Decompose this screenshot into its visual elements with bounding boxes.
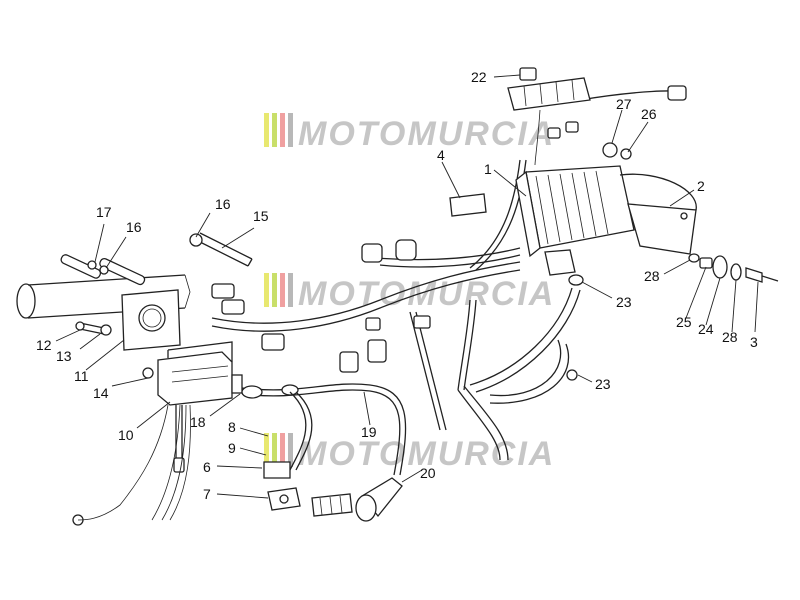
callout-19: 19 [361, 424, 377, 440]
nut-26-27 [602, 142, 632, 160]
callout-22: 22 [471, 69, 487, 85]
callout-1: 1 [484, 161, 492, 177]
callout-4: 4 [437, 147, 445, 163]
callout-3: 3 [750, 334, 758, 350]
ignition-coil [72, 341, 243, 526]
callout-16-pin: 16 [126, 219, 142, 235]
callout-23-lower: 23 [595, 376, 611, 392]
callout-26: 26 [641, 106, 657, 122]
voltage-regulator [515, 165, 635, 276]
watermark-text: MOTOMURCIA [298, 115, 555, 153]
bolt-12 [75, 321, 112, 336]
callout-18: 18 [190, 414, 206, 430]
watermark-middle: MOTOMURCIA [264, 273, 555, 313]
callout-27: 27 [616, 96, 632, 112]
callout-11: 11 [74, 368, 89, 384]
breather-hoses [457, 274, 584, 461]
callout-16-bolt: 16 [215, 196, 231, 212]
callout-12: 12 [36, 337, 52, 353]
callout-14: 14 [93, 385, 109, 401]
callout-28-right: 28 [722, 329, 738, 345]
callout-23-upper: 23 [616, 294, 632, 310]
watermark-top: MOTOMURCIA [264, 113, 555, 153]
fastener-stack [688, 253, 779, 283]
ht-leads [241, 383, 407, 476]
callout-2: 2 [697, 178, 705, 194]
callout-13: 13 [56, 348, 72, 364]
callout-24: 24 [698, 321, 714, 337]
watermark-bottom: MOTOMURCIA [264, 433, 555, 473]
leader-lines [55, 74, 759, 499]
callout-17: 17 [96, 204, 112, 220]
bolt-15 [189, 232, 253, 267]
sensor-assembly [263, 461, 403, 522]
wiring-harness [211, 90, 676, 431]
callout-20: 20 [420, 465, 436, 481]
callout-6: 6 [203, 459, 211, 475]
callout-9: 9 [228, 440, 236, 456]
callout-15: 15 [253, 208, 269, 224]
mounting-pins [60, 254, 146, 286]
battery [449, 193, 487, 217]
callout-28-left: 28 [644, 268, 660, 284]
watermark-text: MOTOMURCIA [298, 275, 555, 313]
callout-labels: 1 2 3 4 6 7 8 9 10 11 12 13 14 15 16 16 … [36, 69, 758, 502]
callout-25: 25 [676, 314, 692, 330]
connectors [211, 85, 687, 373]
callout-7: 7 [203, 486, 211, 502]
fuse-box [507, 67, 591, 166]
callout-10: 10 [118, 427, 134, 443]
callout-8: 8 [228, 419, 236, 435]
mounting-plate [121, 289, 181, 351]
watermark-text: MOTOMURCIA [298, 435, 555, 473]
bracket [619, 173, 697, 255]
